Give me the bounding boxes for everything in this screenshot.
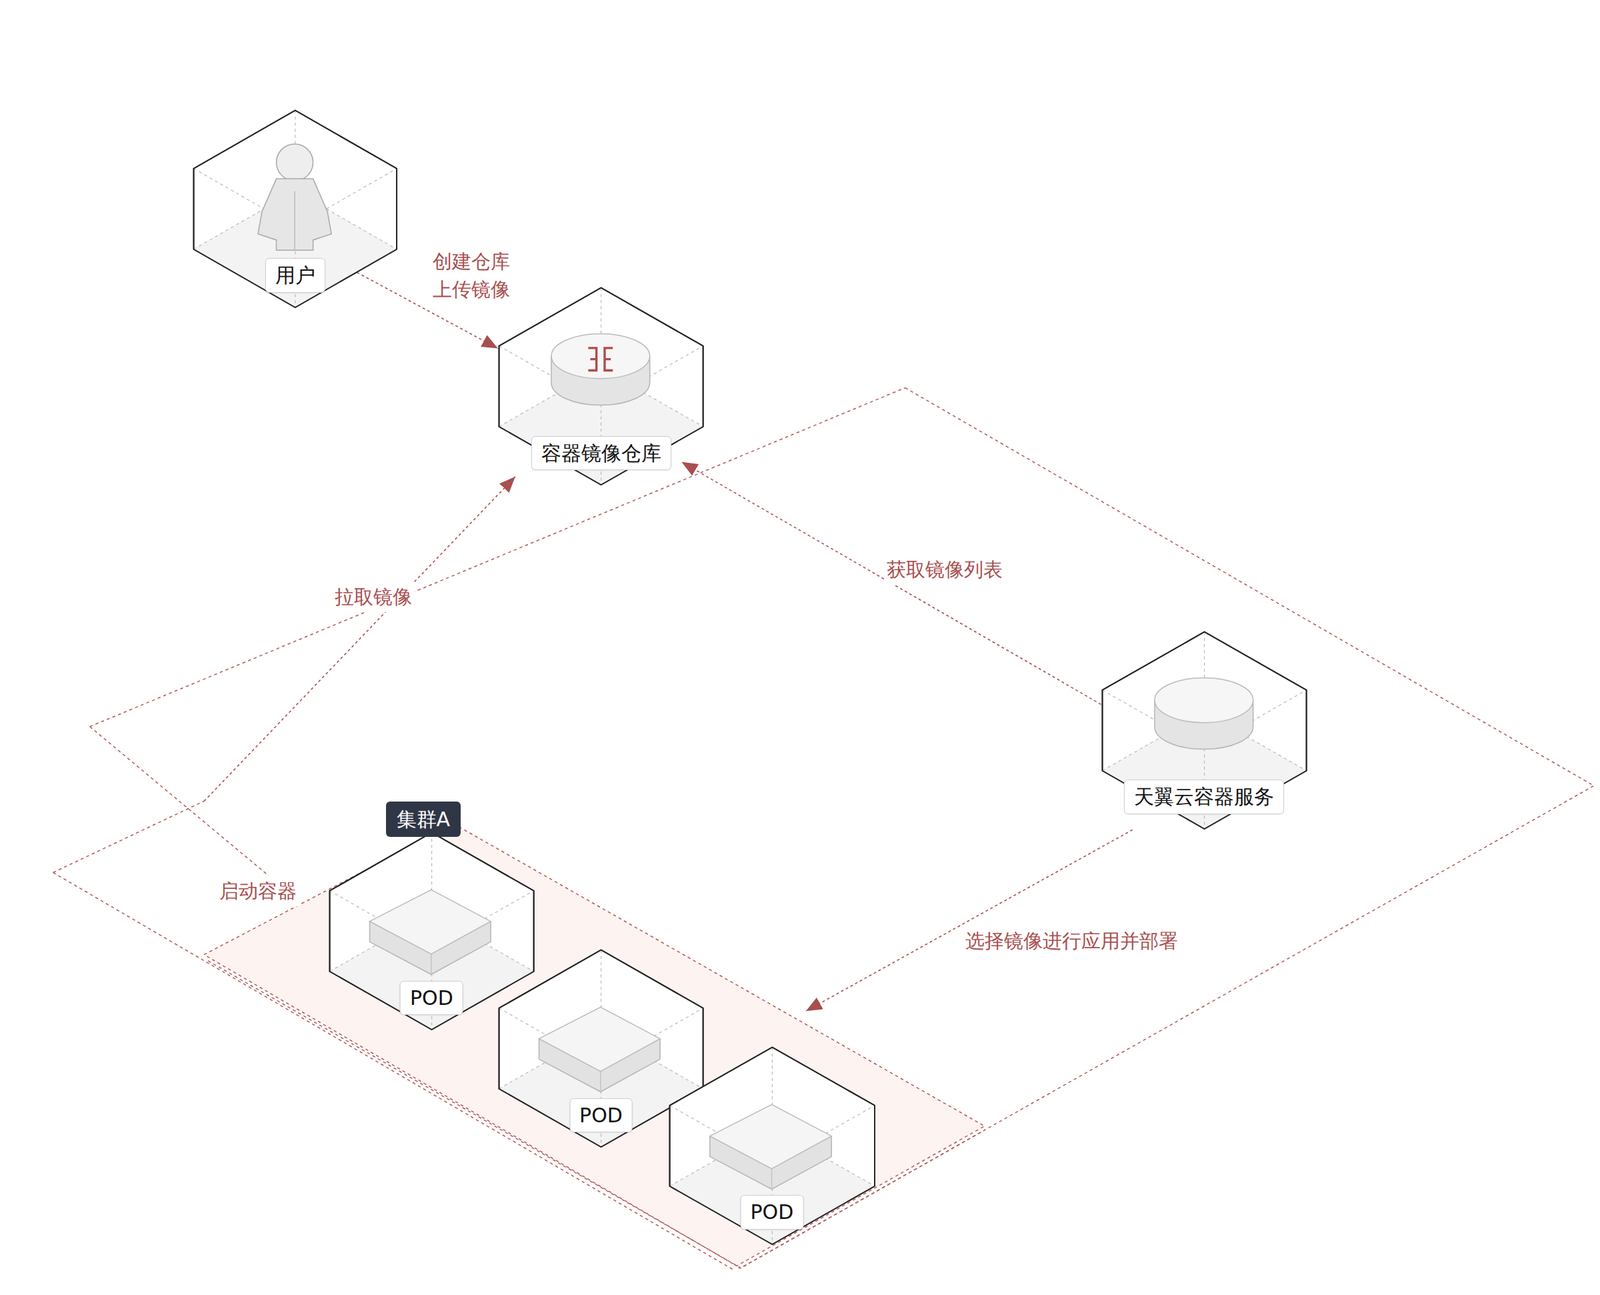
- edge-label: 选择镜像进行应用并部署: [962, 925, 1181, 956]
- note-label: 启动容器: [216, 875, 300, 906]
- hex-node: 天翼云容器服务: [1101, 630, 1308, 830]
- dashed-arrow: [204, 476, 516, 802]
- node-label: POD: [569, 1098, 633, 1133]
- edge-label: 获取镜像列表: [884, 554, 1006, 585]
- hex-node: 用户: [192, 109, 398, 308]
- dashed-arrow: [806, 829, 1133, 1011]
- node-label: POD: [740, 1194, 804, 1230]
- dashed-outline: [90, 388, 906, 727]
- cluster-heading: 集群A: [386, 801, 462, 838]
- hex-node: POD: [328, 831, 535, 1030]
- dashed-arrow: [681, 462, 1101, 705]
- node-label: 容器镜像仓库: [531, 436, 672, 471]
- node-label: 天翼云容器服务: [1124, 779, 1284, 814]
- hex-node: POD: [668, 1046, 876, 1245]
- edge-label: 创建仓库 上传镜像: [426, 246, 517, 305]
- node-label: 用户: [265, 258, 326, 293]
- hex-node: 容器镜像仓库: [498, 286, 704, 486]
- cluster-region: 集群A POD POD POD: [204, 801, 985, 1268]
- dashed-outline: [53, 800, 205, 872]
- edge-label: 拉取镜像: [332, 581, 415, 612]
- node-label: POD: [400, 980, 464, 1016]
